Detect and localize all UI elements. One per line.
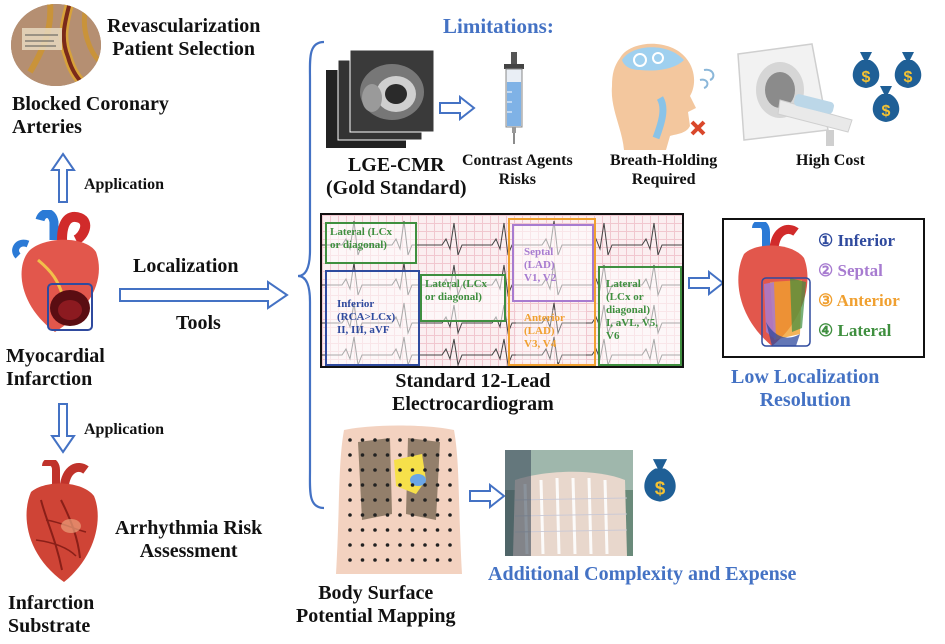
myocardial-infarction-label: Myocardial Infarction xyxy=(6,345,105,390)
heart-mi-image xyxy=(12,210,99,332)
legend-number: ④ xyxy=(818,321,838,340)
legend-item-septal: ② Septal xyxy=(818,261,883,281)
legend-number: ② xyxy=(818,261,838,280)
ecg-box-septal: Septal (LAD) V1, V2 xyxy=(512,224,594,302)
complexity-label: Additional Complexity and Expense xyxy=(488,563,797,585)
mri-scanner-icon xyxy=(737,43,853,146)
legend-item-lateral: ④ Lateral xyxy=(818,321,891,341)
tools-label: Tools xyxy=(176,312,221,334)
high-cost-label: High Cost xyxy=(796,152,865,169)
application-label-bottom: Application xyxy=(84,421,165,438)
down-arrow xyxy=(50,403,76,454)
svg-text:$: $ xyxy=(862,69,871,86)
legend-text: Inferior xyxy=(837,231,896,250)
ecg-box-anterior-outer xyxy=(508,218,596,366)
legend-text: Anterior xyxy=(836,291,900,310)
legend-item-anterior: ③ Anterior xyxy=(818,291,900,311)
legend-item-inferior: ① Inferior xyxy=(818,231,895,251)
svg-text:$: $ xyxy=(655,479,666,500)
ecg-arrow xyxy=(688,270,725,296)
cmr-arrow xyxy=(439,95,476,121)
ecg-box-lateral-2: Lateral (LCx or diagonal) xyxy=(420,274,506,322)
ecg-label: Standard 12-Lead Electrocardiogram xyxy=(392,370,554,415)
heart-regions-image xyxy=(738,222,811,347)
money-bag-icon-1: $ xyxy=(852,52,880,88)
blocked-arteries-label: Blocked Coronary Arteries xyxy=(12,93,169,138)
svg-text:$: $ xyxy=(904,69,913,86)
up-arrow xyxy=(50,152,76,203)
bspm-label: Body Surface Potential Mapping xyxy=(296,582,456,627)
torso-electrodes-image xyxy=(336,425,462,574)
syringe-icon xyxy=(504,52,524,144)
coronary-artery-image xyxy=(11,4,101,86)
revascularization-label: Revascularization Patient Selection xyxy=(107,15,261,60)
localization-label: Localization xyxy=(133,255,239,277)
cmr-image xyxy=(326,50,435,148)
svg-text:$: $ xyxy=(882,103,891,120)
low-resolution-label: Low Localization Resolution xyxy=(731,366,880,411)
bspm-arrow xyxy=(469,483,506,509)
electrode-vest-photo xyxy=(505,450,633,556)
contrast-agents-label: Contrast Agents Risks xyxy=(462,152,573,188)
tools-brace xyxy=(297,40,325,510)
legend-text: Septal xyxy=(837,261,883,280)
infarction-substrate-label: Infarction Substrate xyxy=(8,592,95,637)
legend-number: ① xyxy=(818,231,838,250)
breath-holding-label: Breath-Holding Required xyxy=(610,152,718,188)
ecg-box-lateral-1: Lateral (LCx or diagonal) xyxy=(325,222,417,264)
legend-number: ③ xyxy=(818,291,837,310)
localization-arrow xyxy=(119,280,289,310)
limitations-label: Limitations: xyxy=(443,14,554,38)
legend-text: Lateral xyxy=(837,321,892,340)
lge-cmr-label: LGE-CMR (Gold Standard) xyxy=(326,154,467,199)
money-bag-icon-4: $ xyxy=(644,459,676,502)
application-label-top: Application xyxy=(84,176,165,193)
money-bag-icon-3: $ xyxy=(872,86,900,122)
ecg-box-lateral-3: Lateral (LCx or diagonal) I, aVL, V5, V6 xyxy=(598,266,682,366)
ecg-box-anterior: Anterior (LAD) V3, V4 xyxy=(516,310,586,362)
anatomical-heart-image xyxy=(26,460,98,582)
money-bag-icon-2: $ xyxy=(894,52,922,88)
arrhythmia-label: Arrhythmia Risk Assessment xyxy=(115,517,263,562)
ecg-box-inferior: Inferior (RCA>LCx) II, III, aVF xyxy=(325,270,420,366)
breath-holding-icon xyxy=(611,43,715,150)
